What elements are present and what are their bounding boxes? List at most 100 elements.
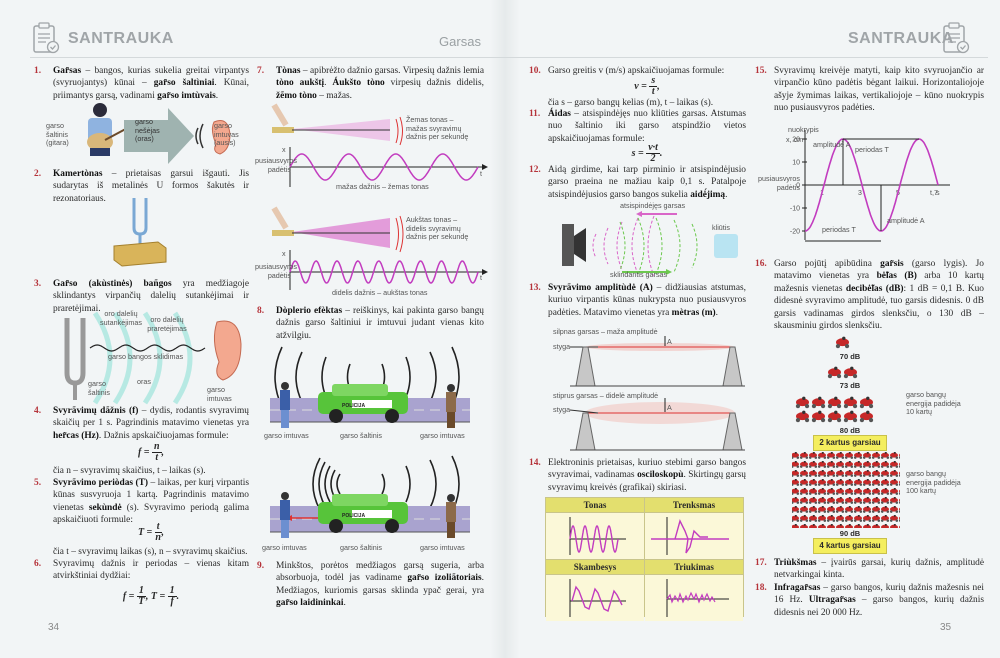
note-energy-100x: garso bangų energija padidėja 100 kartų bbox=[906, 469, 961, 495]
oscilloscope-table: Tonas Trenksmas Skambesys Triukimas bbox=[545, 497, 744, 621]
summary-item-2: 2.Kamertònas – prietaisas garsui išgauti… bbox=[34, 168, 249, 205]
text-segment: – garso bangos, kurių dažnis didesnis ne… bbox=[774, 595, 984, 618]
item-number: 14. bbox=[529, 458, 541, 468]
motorcycle-icon bbox=[827, 410, 842, 423]
car-text: POLICIJA bbox=[342, 403, 366, 409]
text-segment: virpesių dažnis didelis, bbox=[384, 78, 485, 89]
item-number: 12. bbox=[529, 165, 541, 175]
summary-item-1: 1.Gar̃sas – bangos, kurias sukelia greit… bbox=[34, 65, 249, 102]
osc-graph-ring bbox=[546, 575, 644, 621]
tuning-fork-illustration bbox=[113, 198, 167, 267]
motorcycle-icon bbox=[859, 410, 874, 423]
term: Áukšto tòno bbox=[332, 78, 385, 89]
term: gar̃so šaltìniai bbox=[153, 78, 215, 89]
summary-item-3: 3.Gar̃so (akùstinės) bañgos yra medžiago… bbox=[34, 278, 249, 315]
item-number: 13. bbox=[529, 283, 541, 293]
text-segment: . Skirtingų garsų svyravimų kreivės (gra… bbox=[548, 470, 746, 493]
summary-item-4: 4.Svyrãvimų dãžnis (f) – dydis, rodantis… bbox=[34, 405, 249, 442]
person-icon bbox=[446, 494, 456, 538]
annotation-period-top: periodas T bbox=[855, 145, 889, 154]
term: Ultragar̃sas bbox=[808, 595, 856, 606]
text-segment: Minkštos, porėtos medžiagos garsą sugeri… bbox=[276, 561, 484, 584]
low-tone-illustration bbox=[271, 103, 488, 187]
arrow-icon bbox=[124, 108, 194, 164]
text-segment: – apibrėžto dažnio garsas. Virpesių dažn… bbox=[300, 66, 484, 76]
police-car-icon bbox=[318, 384, 408, 423]
label-receiver-left: garso imtuvas bbox=[262, 543, 307, 552]
term: bė̃las (B) bbox=[876, 271, 917, 282]
text-segment: . bbox=[324, 78, 333, 89]
summary-item-13: 13. Svyrãvimo amplitùdė (A) – didžiausias… bbox=[529, 282, 747, 319]
text-segment: Garso pojūtį apibūdina bbox=[774, 259, 881, 269]
axis-label-t: t bbox=[480, 273, 482, 282]
text-segment: – didžiausias atstumas, kuriuo virpantis… bbox=[548, 283, 747, 318]
doppler-moving-illustration bbox=[270, 455, 470, 538]
label-strong-sound: stiprus garsas – didelė amplitudė bbox=[553, 391, 659, 400]
item-number: 8. bbox=[257, 306, 265, 316]
summary-item-18: 18. Infragar̃sas – garso bangos, kurių da… bbox=[755, 582, 984, 619]
clipboard-check-icon bbox=[33, 22, 60, 54]
text-segment: . Medžiagos, kuriomis garsas sklinda ypa… bbox=[276, 573, 484, 596]
term: Dòplerio efèktas bbox=[276, 306, 343, 316]
label-source: garso šaltinis bbox=[88, 379, 110, 397]
term: Svyrãvimo amplitùdė (A) bbox=[548, 283, 653, 293]
term: Infragar̃sas bbox=[774, 583, 821, 593]
chapter-title: Garsas bbox=[439, 34, 481, 49]
term: her̃cas (Hz) bbox=[53, 430, 99, 441]
label-air: oras bbox=[137, 377, 151, 386]
formula-note-speed: čia s – garso bangų kelias (m), t – laik… bbox=[548, 98, 714, 108]
item-number: 7. bbox=[257, 66, 265, 76]
term: gar̃sis bbox=[880, 259, 904, 269]
annotation-period-bottom: periodas T bbox=[822, 225, 856, 234]
item-number: 15. bbox=[755, 66, 767, 76]
x-tick-label: 3 bbox=[858, 190, 862, 197]
summary-item-8: 8.Dòplerio efèktas – reiškinys, kai paki… bbox=[257, 305, 484, 342]
summary-item-12: 12. Aidą girdime, kai tarp pirminio ir at… bbox=[529, 164, 746, 201]
clipboard-check-icon bbox=[943, 22, 970, 54]
motorcycle-icon bbox=[795, 410, 810, 423]
annotation-amplitude-bottom: amplitudė A bbox=[887, 216, 925, 225]
caption-high-tone: didelis dažnis – aukštas tonas bbox=[332, 288, 428, 297]
doppler-stationary-illustration bbox=[270, 346, 470, 428]
note-energy-10x: garso bangų energija padidėja 10 kartų bbox=[906, 390, 961, 416]
term: Kamertònas bbox=[53, 169, 103, 179]
label-string: styga bbox=[553, 405, 571, 414]
sound-wave-illustration bbox=[64, 311, 242, 405]
label-sound-source: garso šaltinis (gitara) bbox=[46, 121, 69, 147]
item-number: 18. bbox=[755, 583, 767, 593]
term: osciloskopù bbox=[637, 470, 684, 481]
level-70db: 70 dB bbox=[839, 352, 861, 361]
level-73db: 73 dB bbox=[839, 381, 861, 390]
y-tick-label: 0 bbox=[796, 183, 800, 190]
osc-graph-tone bbox=[546, 513, 644, 559]
formula-note-period: čia t – svyravimų laikas (s), n – svyrav… bbox=[53, 547, 248, 557]
term: Gar̃sas bbox=[53, 66, 82, 76]
guitar-player-illustration bbox=[87, 103, 231, 164]
text-segment: Elektroninis prietaisas, kuriuo stebimi … bbox=[548, 458, 746, 481]
text-segment: – dydis, rodantis svyravimų skaičių per … bbox=[53, 406, 249, 429]
text-segment: Garso greitis v (m/s) apskaičiuojamas fo… bbox=[548, 66, 725, 76]
tag-4x-louder: 4 kartus garsiau bbox=[813, 538, 887, 554]
osc-header-noise: Triukimas bbox=[645, 560, 743, 574]
motorcycle-icon bbox=[811, 410, 826, 423]
series-line bbox=[804, 138, 939, 232]
text-segment: : 1 dB = 0,1 B. Kuo didesnė svyravimo am… bbox=[774, 283, 984, 332]
term: sekùndė bbox=[88, 502, 122, 513]
text-segment: Aidą girdime, kai tarp pirminio ir atsis… bbox=[548, 165, 746, 200]
item-number: 10. bbox=[529, 66, 541, 76]
osc-header-ring: Skambesys bbox=[546, 560, 644, 574]
motorcycle-icon bbox=[859, 396, 874, 409]
label-rarefaction: oro dalelių praretėjimas bbox=[147, 315, 187, 333]
text-segment: – įvairūs garsai, kurių dažnis, amplitud… bbox=[774, 558, 984, 581]
person-icon bbox=[280, 492, 290, 538]
term: gar̃so laidininkai bbox=[276, 598, 344, 609]
item-number: 2. bbox=[34, 169, 42, 179]
term: žẽmo tòno bbox=[276, 90, 317, 101]
label-sound-carrier: garso nešėjas (oras) bbox=[135, 117, 160, 143]
item-number: 16. bbox=[755, 259, 767, 269]
text-segment: . bbox=[343, 598, 346, 609]
label-sound-receiver: garso imtuvas (ausis) bbox=[214, 121, 239, 147]
label-source: garso šaltinis bbox=[340, 543, 382, 552]
header-divider bbox=[30, 57, 988, 58]
